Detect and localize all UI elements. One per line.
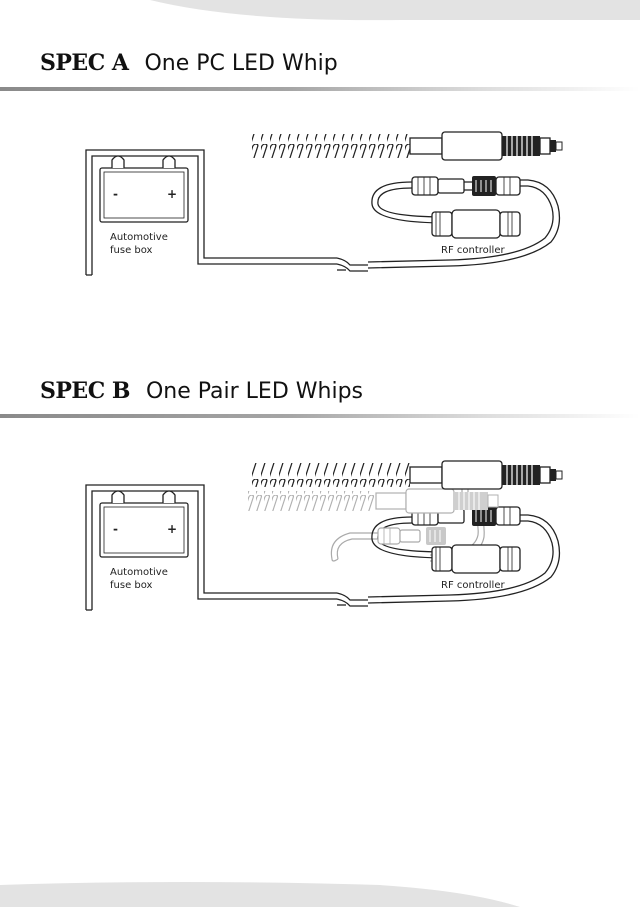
bottom-page-band	[0, 882, 520, 907]
battery-plus-sign: +	[167, 522, 177, 536]
battery-plus-sign: +	[167, 187, 177, 201]
spec-a-code: SPEC A	[40, 50, 129, 76]
second-led-whip-icon	[246, 488, 499, 514]
rf-controller-label: RF controller	[441, 245, 505, 256]
spec-b-wiring-diagram: - + Automotive fuse box RF controller	[85, 460, 563, 611]
fuse-box-label-line2: fuse box	[110, 245, 153, 256]
spec-a-divider	[0, 87, 640, 91]
battery-minus-sign: -	[113, 187, 118, 201]
spec-a-wiring-diagram: - + Automotive fuse box RF controller	[85, 131, 563, 276]
fuse-box-label-line1: Automotive	[110, 567, 168, 578]
spec-a-title: One PC LED Whip	[144, 51, 338, 76]
spec-b-divider	[0, 414, 640, 418]
spec-b-title: One Pair LED Whips	[145, 379, 363, 404]
spec-b-heading: SPEC B One Pair LED Whips	[40, 378, 363, 404]
rf-controller-icon	[371, 516, 521, 574]
battery-icon	[99, 502, 189, 558]
fuse-box-label-line2: fuse box	[110, 580, 153, 591]
rf-controller-label: RF controller	[441, 580, 505, 591]
top-page-band	[150, 0, 640, 21]
spec-b-code: SPEC B	[40, 378, 130, 404]
fuse-box-label-line1: Automotive	[110, 232, 168, 243]
second-inline-connector-icon	[377, 527, 446, 545]
fuse-box-icon: - +	[85, 149, 337, 276]
inline-connector-icon	[411, 176, 521, 196]
led-whip-icon	[250, 460, 563, 490]
battery-icon	[99, 167, 189, 223]
led-whip-icon	[250, 131, 563, 161]
fuse-box-icon: - +	[85, 484, 337, 611]
spec-a-heading: SPEC A One PC LED Whip	[40, 50, 338, 76]
rf-controller-icon	[371, 181, 521, 239]
battery-minus-sign: -	[113, 522, 118, 536]
